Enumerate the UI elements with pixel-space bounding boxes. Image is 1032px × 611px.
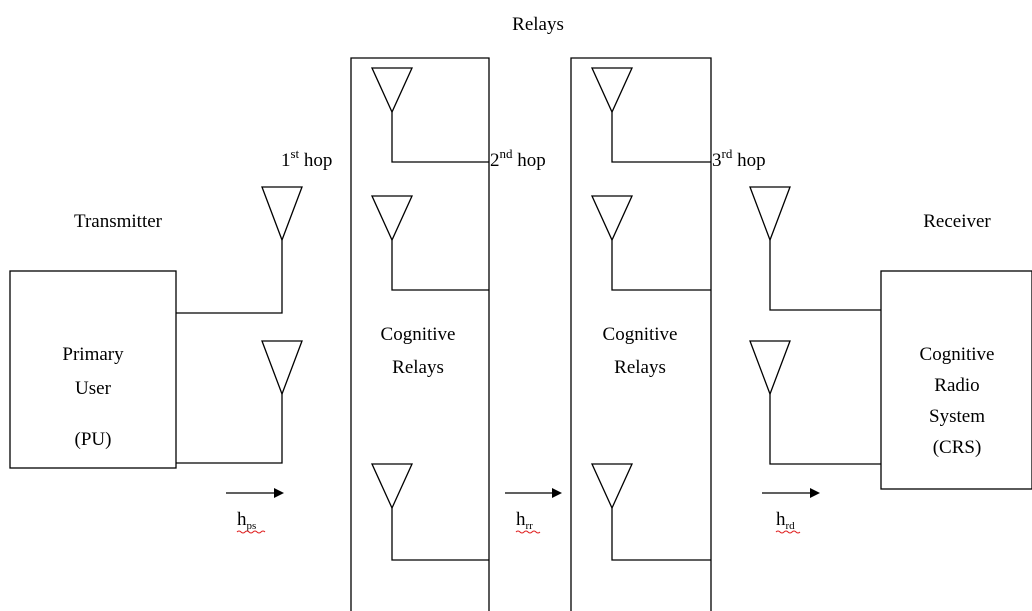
spellcheck-underline [775,530,801,534]
spellcheck-underline [236,530,266,534]
antenna-icon [590,195,634,242]
antenna-icon [590,67,634,114]
antenna-feed-line [391,112,489,163]
antenna-icon [749,340,791,396]
antenna-icon [749,186,791,242]
antenna-feed-line [769,240,881,311]
crs-box [880,270,1032,490]
hop-2-label: 2nd hop [490,146,546,171]
relays-heading: Relays [512,14,564,35]
channel-arrow-1 [226,488,284,498]
channel-arrow-2 [505,488,562,498]
transmitter-antenna-bottom [176,340,303,464]
crs-line1: Cognitive [920,344,995,365]
relay-1-line1: Cognitive [381,324,456,345]
antenna-feed-line [391,240,489,291]
receiver-label: Receiver [923,211,991,232]
antenna-feed-line [611,508,711,561]
antenna-icon [261,340,303,396]
arrow-head-icon [810,488,820,498]
transmitter-label: Transmitter [74,211,163,232]
crs-line2: Radio [934,375,979,396]
relay-1-line2: Relays [392,357,444,378]
arrow-head-icon [552,488,562,498]
antenna-icon [590,463,634,510]
transmitter-antenna-top [176,186,303,314]
primary-user-box [9,270,177,469]
antenna-feed-line [176,394,283,464]
crs-block: Cognitive Radio System (CRS) [880,270,1032,490]
channel-label-hps: hps [237,509,256,532]
antenna-feed-line [176,240,283,314]
antenna-icon [370,67,414,114]
channel-label-hrd: hrd [776,509,795,532]
antenna-feed-line [769,394,881,465]
hop-1-label: 1st hop [281,146,332,171]
relay-2-line2: Relays [614,357,666,378]
antenna-icon [370,463,414,510]
channel-arrow-3 [762,488,820,498]
crs-line4: (CRS) [933,437,982,458]
primary-user-line3: (PU) [75,429,112,450]
antenna-feed-line [611,240,711,291]
receiver-antenna-bottom [749,340,881,465]
primary-user-block: Primary User (PU) [9,270,177,469]
crs-line3: System [929,406,985,427]
relay-2-line1: Cognitive [603,324,678,345]
relay-box-1 [350,57,490,611]
spellcheck-underline [515,530,541,534]
relay-block-1: Cognitive Relays [350,57,490,611]
receiver-antenna-top [749,186,881,311]
hop-3-label: 3rd hop [712,146,766,171]
antenna-feed-line [611,112,711,163]
primary-user-line2: User [75,378,112,399]
relay-box-2 [570,57,712,611]
channel-label-hrr: hrr [516,509,533,532]
antenna-icon [370,195,414,242]
arrow-head-icon [274,488,284,498]
antenna-icon [261,186,303,242]
antenna-feed-line [391,508,489,561]
relay-block-2: Cognitive Relays [570,57,712,611]
primary-user-line1: Primary [62,344,124,365]
